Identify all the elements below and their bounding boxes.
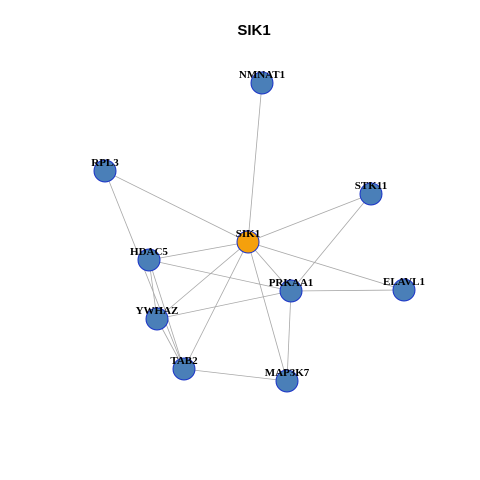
edge-prkaa1-elavl1: [290, 289, 405, 292]
node-nmnat1[interactable]: [250, 71, 274, 95]
edge-stk11-prkaa1: [290, 193, 372, 292]
node-label-elavl1: ELAVL1: [383, 276, 425, 288]
edge-sik1-map3k7: [247, 241, 288, 382]
node-label-rpl3: RPL3: [91, 157, 119, 169]
node-ywhaz[interactable]: [145, 307, 169, 331]
node-label-sik1: SIK1: [236, 228, 260, 240]
node-hdac5[interactable]: [137, 248, 161, 272]
edge-sik1-stk11: [247, 193, 372, 243]
edge-tab2-map3k7: [183, 368, 288, 382]
edge-sik1-elavl1: [247, 241, 405, 291]
node-label-prkaa1: PRKAA1: [269, 277, 314, 289]
node-layer: [93, 71, 416, 393]
edge-hdac5-prkaa1: [148, 259, 292, 292]
edge-sik1-tab2: [183, 241, 249, 370]
edge-sik1-nmnat1: [247, 82, 263, 243]
node-label-nmnat1: NMNAT1: [239, 69, 285, 81]
node-elavl1[interactable]: [392, 278, 416, 302]
edge-sik1-rpl3: [104, 170, 249, 243]
node-label-ywhaz: YWHAZ: [136, 305, 179, 317]
edge-sik1-hdac5: [148, 241, 249, 261]
edge-sik1-ywhaz: [156, 241, 249, 320]
edge-prkaa1-map3k7: [286, 290, 292, 382]
node-label-hdac5: HDAC5: [130, 246, 168, 258]
node-label-stk11: STK11: [355, 180, 387, 192]
node-label-tab2: TAB2: [170, 355, 198, 367]
edge-prkaa1-ywhaz: [156, 290, 292, 320]
node-rpl3[interactable]: [93, 159, 117, 183]
graph-title: SIK1: [237, 22, 270, 39]
node-sik1[interactable]: [236, 230, 260, 254]
node-tab2[interactable]: [172, 357, 196, 381]
node-stk11[interactable]: [359, 182, 383, 206]
node-prkaa1[interactable]: [279, 279, 303, 303]
node-label-map3k7: MAP3K7: [265, 367, 310, 379]
node-map3k7[interactable]: [275, 369, 299, 393]
